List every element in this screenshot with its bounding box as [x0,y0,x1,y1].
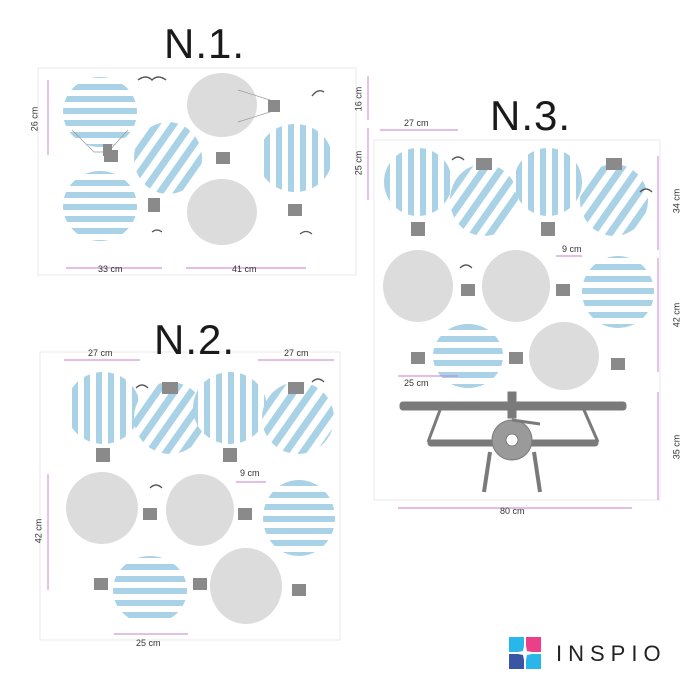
n3-gap: 9 cm [562,244,582,254]
n1-height-right-bottom: 25 cm [353,150,364,176]
n3-width-bottom: 25 cm [404,378,429,388]
set-title-n2: N.2. [154,316,236,363]
biplane-illustration [399,391,627,493]
n1-height-right-top: 16 cm [353,86,364,112]
n1-width-left: 33 cm [98,264,123,274]
inspio-logo-icon [509,637,541,669]
n1-height-left: 26 cm [29,106,40,132]
n3-width-top: 27 cm [404,118,429,128]
n2-width-bottom: 25 cm [136,638,161,648]
n3-height-right-top: 34 cm [671,188,682,214]
n2-width-top-right: 27 cm [284,348,309,358]
n2-width-top-left: 27 cm [88,348,113,358]
set-n3-balloons [373,129,661,509]
n3-height-right-mid: 42 cm [671,302,682,328]
n2-height-left: 42 cm [33,518,44,544]
set-n1-balloons [37,67,369,276]
set-n2-balloons [39,351,341,641]
n2-gap: 9 cm [240,468,260,478]
n1-width-right: 41 cm [232,264,257,274]
set-title-n3: N.3. [490,92,572,139]
n3-height-plane: 35 cm [671,434,682,460]
set-title-n1: N.1. [164,20,246,67]
n3-width-plane: 80 cm [500,506,525,516]
brand-name: INSPIO [556,641,667,666]
